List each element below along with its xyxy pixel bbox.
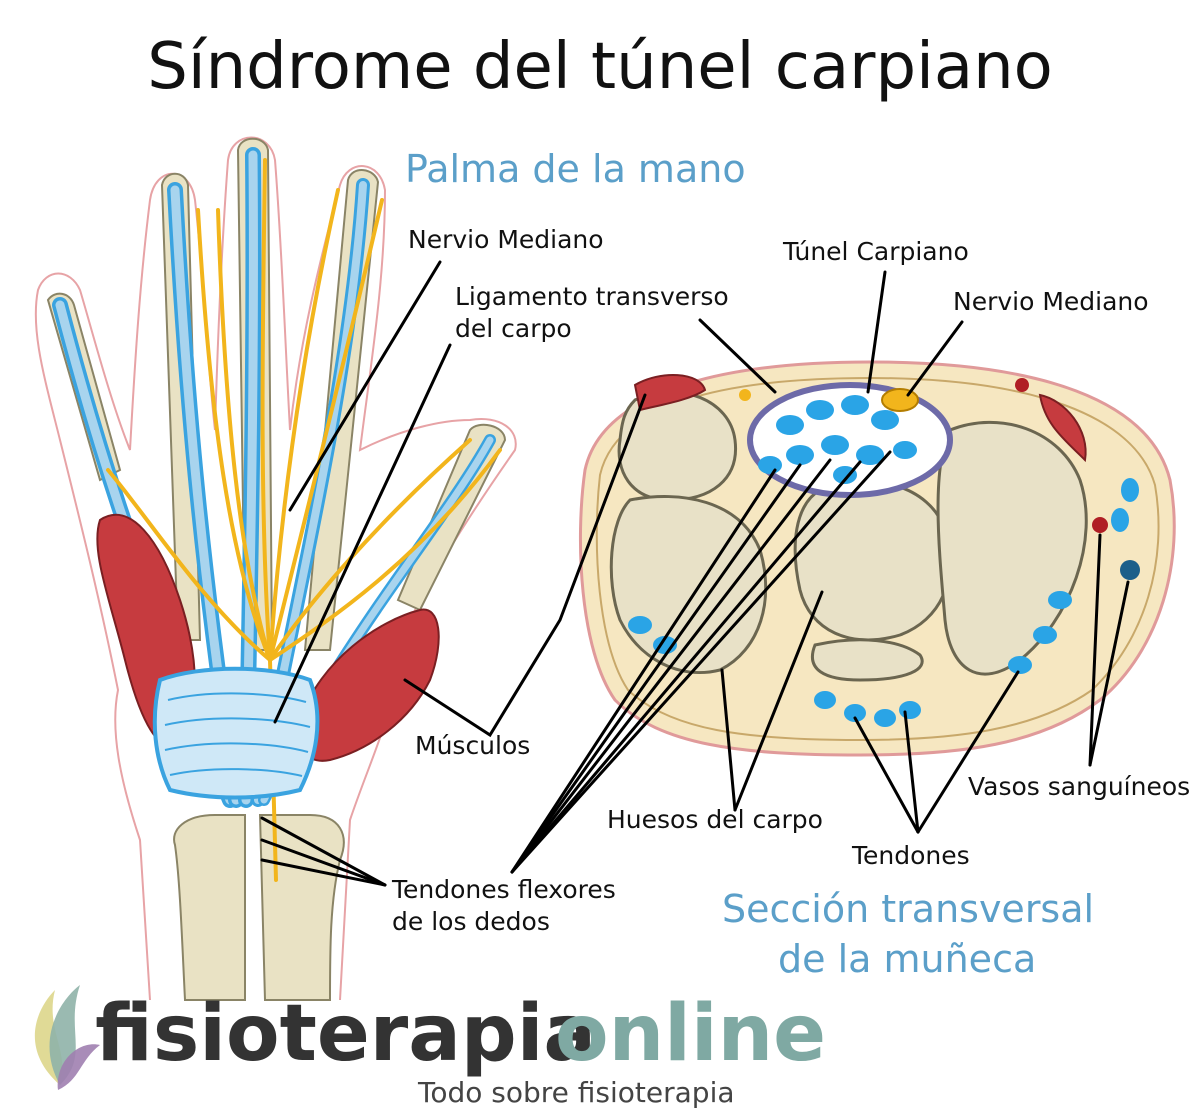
median-nerve-hand <box>106 158 502 882</box>
logo-text-fisioterapia: fisioterapia <box>95 989 596 1079</box>
transverse-carpal-ligament <box>152 666 320 800</box>
label-tunel-carpiano: Túnel Carpiano <box>782 237 969 266</box>
label-huesos-del-carpo: Huesos del carpo <box>607 805 823 834</box>
label-nervio-mediano-hand: Nervio Mediano <box>408 225 604 254</box>
label-musculos: Músculos <box>415 731 530 760</box>
peripheral-tendons <box>628 478 1139 727</box>
palm-caption: Palma de la mano <box>405 147 746 191</box>
logo-text-online: online <box>555 989 826 1079</box>
fisioterapia-online-logo: fisioterapia online Todo sobre fisiotera… <box>34 985 826 1109</box>
hand-skin-outline <box>34 136 517 1001</box>
label-tendones: Tendones <box>851 841 970 870</box>
label-nervio-mediano-section: Nervio Mediano <box>953 287 1149 316</box>
hand-illustration <box>34 136 517 1001</box>
logo-tagline: Todo sobre fisioterapia <box>417 1076 735 1109</box>
label-tendones-flexores-line2: de los dedos <box>392 907 550 936</box>
section-caption-line2: de la muñeca <box>778 937 1036 981</box>
flame-logo-icon <box>34 985 100 1090</box>
label-ligamento-line2: del carpo <box>455 314 572 343</box>
median-nerve-section <box>881 388 919 412</box>
label-tendones-flexores-line1: Tendones flexores <box>391 875 616 904</box>
leader-lines <box>260 260 1130 887</box>
wrist-cross-section <box>578 360 1176 757</box>
page-title: Síndrome del túnel carpiano <box>147 30 1053 104</box>
thenar-muscle <box>297 608 440 762</box>
blood-vessels <box>739 378 1140 580</box>
section-caption-line1: Sección transversal <box>722 887 1094 931</box>
label-vasos-sanguineos: Vasos sanguíneos <box>968 772 1190 801</box>
label-ligamento-line1: Ligamento transverso <box>455 282 729 311</box>
radius-bone <box>173 814 246 1001</box>
